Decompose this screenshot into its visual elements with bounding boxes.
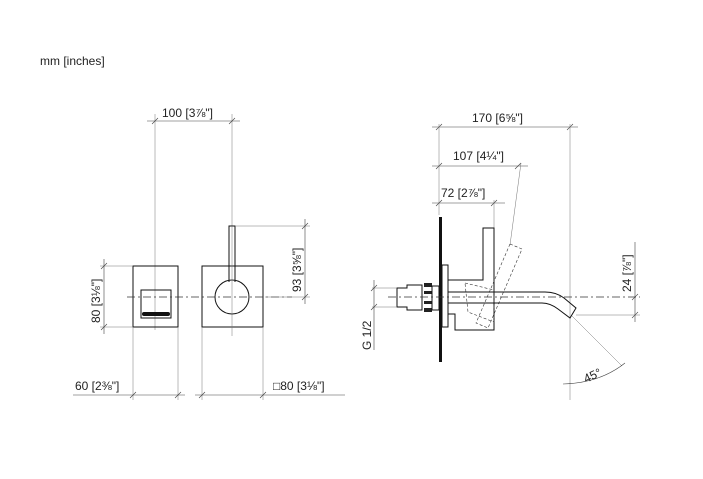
units-label: mm [inches] — [40, 54, 105, 68]
side-view: 170 [6⅝"] 107 [4¼"] 72 [2⅞"] — [360, 111, 640, 400]
mixer-body — [447, 227, 495, 331]
spout-plate — [132, 265, 179, 328]
dim-lever-height: 93 [3⅝"] — [290, 248, 304, 292]
dim-spout-plate-width: 60 [2⅜"] — [75, 379, 119, 393]
spout-aerator — [142, 312, 170, 316]
dim-spacing: 100 [3⅞"] — [162, 106, 213, 120]
dim-spout-plate-height: 80 [3⅛"] — [89, 279, 103, 323]
wall-plate — [439, 217, 442, 362]
dim-body-projection: 72 [2⅞"] — [441, 186, 485, 200]
dim-mixer-plate-size: □80 [3⅛"] — [273, 379, 325, 393]
dim-thread: G 1/2 — [360, 320, 374, 350]
spout-outlet — [140, 289, 172, 319]
dim-total-projection: 170 [6⅝"] — [472, 111, 523, 125]
dim-lever-projection: 107 [4¼"] — [453, 149, 504, 163]
spout — [448, 291, 577, 319]
dim-angle: 45° — [581, 365, 604, 385]
dim-spout-drop: 24 [⅞"] — [620, 254, 634, 292]
connector-thread — [396, 284, 423, 311]
front-view: 100 [3⅞"] 93 [3⅝"] 80 [3⅛"] — [73, 106, 345, 400]
mixer-plate — [201, 265, 264, 328]
angle-arc — [562, 362, 626, 385]
